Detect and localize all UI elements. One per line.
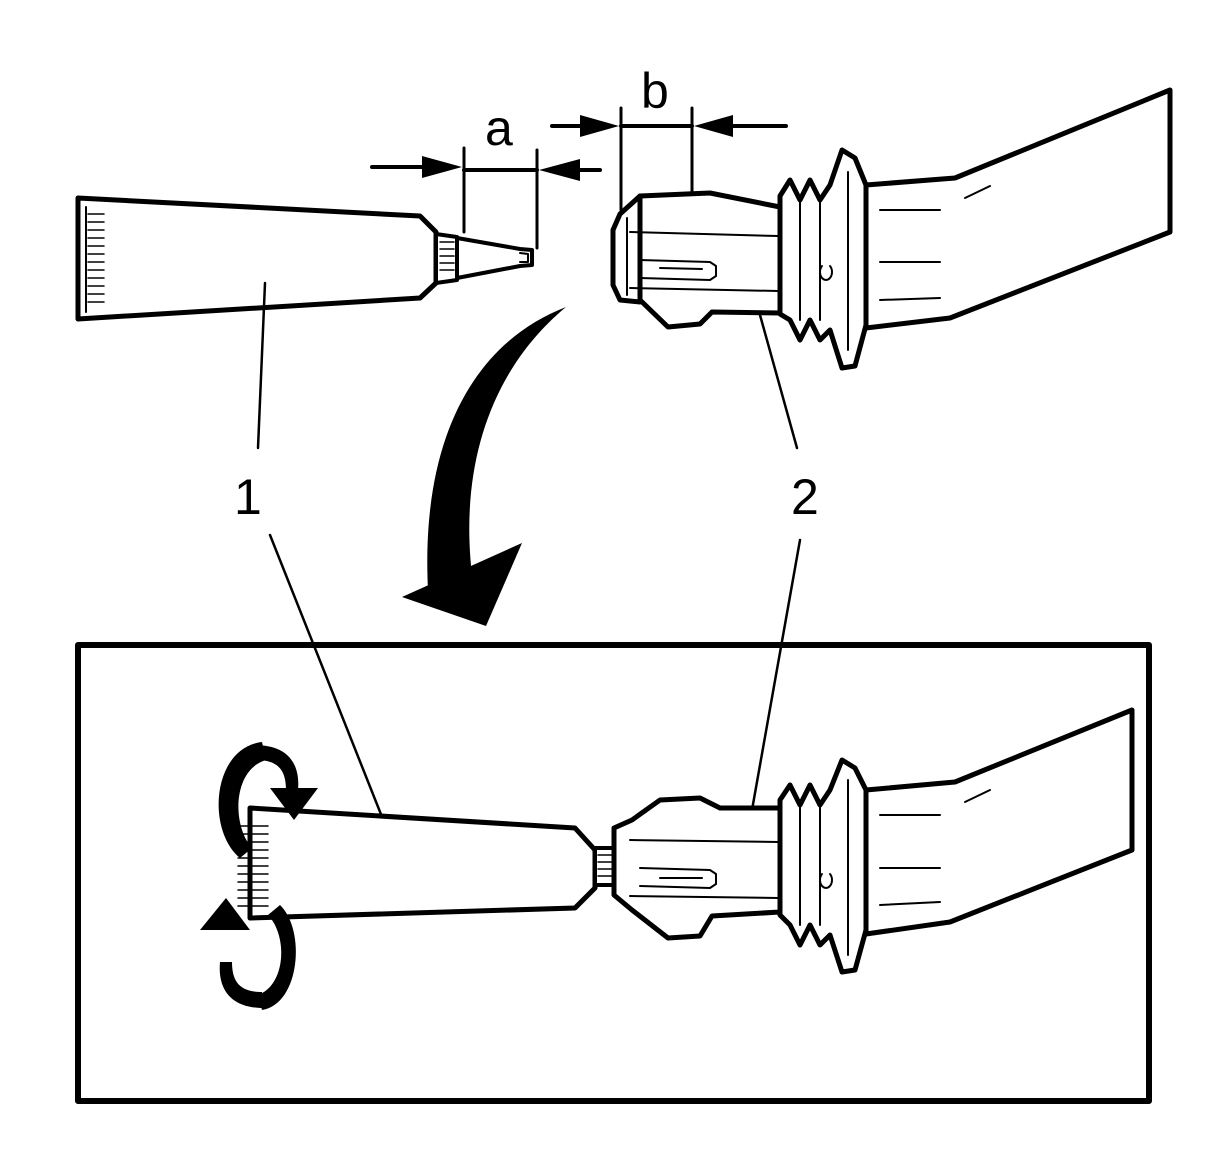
rotate-twist-icon xyxy=(200,742,318,1010)
assembled-inset-frame xyxy=(75,642,1152,1104)
sealant-tube-bottom xyxy=(237,805,616,921)
curved-arrow-icon xyxy=(402,307,566,626)
connector-boot-top xyxy=(610,87,1173,371)
dimension-a-label: a xyxy=(485,100,513,156)
tube-crimp-top xyxy=(87,213,105,303)
dimension-b-marker xyxy=(550,106,788,270)
dimension-b-label: b xyxy=(641,63,669,119)
sealant-tube-top xyxy=(75,195,534,322)
callout-leader-lines xyxy=(256,281,802,844)
callout-2-label: 2 xyxy=(791,469,819,525)
callout-1-label: 1 xyxy=(234,469,262,525)
dimension-a-marker xyxy=(370,146,602,250)
connector-boot-bottom xyxy=(611,707,1135,975)
